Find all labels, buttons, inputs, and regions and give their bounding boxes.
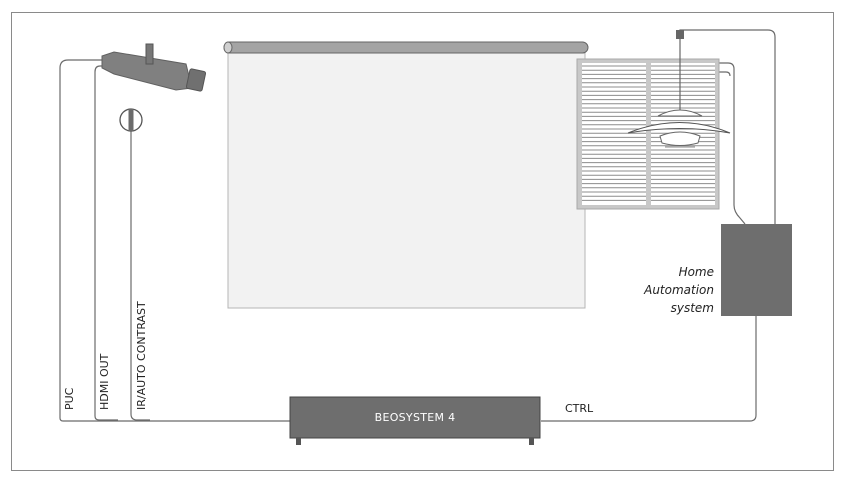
lamp-cable xyxy=(679,29,776,225)
ctrl-label: CTRL xyxy=(565,402,594,415)
ctrl-cable xyxy=(541,316,757,422)
ir-sensor-icon xyxy=(119,108,143,132)
screen-roller xyxy=(223,41,589,54)
ir-auto-contrast-cable xyxy=(130,131,150,421)
diagram-frame xyxy=(11,12,834,471)
blind-cable-1 xyxy=(718,62,746,225)
blind-cable-2 xyxy=(718,71,731,77)
puc-cable xyxy=(59,59,290,422)
home-automation-line-3: system xyxy=(671,301,714,315)
screen-surface xyxy=(227,52,586,309)
ir-auto-contrast-label: IR/AUTO CONTRAST xyxy=(135,301,148,410)
hdmi-out-cable xyxy=(94,65,118,421)
puc-label: PUC xyxy=(63,387,76,410)
home-automation-line-2: Automation xyxy=(643,283,714,297)
window-blinds xyxy=(576,58,720,210)
projection-screen xyxy=(223,41,589,309)
hdmi-out-label: HDMI OUT xyxy=(98,353,111,410)
projector-icon xyxy=(101,43,207,92)
pendant-lamp-icon xyxy=(627,30,731,148)
beosystem-unit: BEOSYSTEM 4 xyxy=(289,396,541,445)
home-automation-label: Home Automation system xyxy=(643,265,714,315)
home-automation-box xyxy=(721,224,792,316)
home-automation-line-1: Home xyxy=(679,265,714,279)
beosystem-label: BEOSYSTEM 4 xyxy=(375,411,456,424)
cables xyxy=(59,29,776,422)
